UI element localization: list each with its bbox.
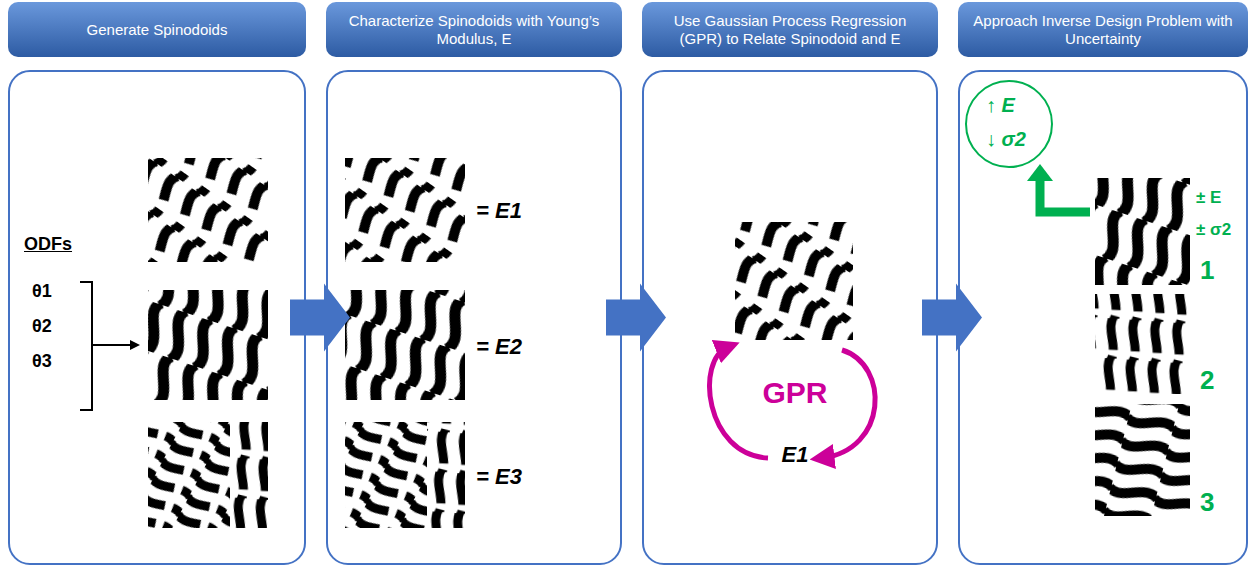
rank-number: 3 — [1200, 488, 1214, 518]
bracket — [80, 282, 92, 410]
arrowhead — [1027, 164, 1053, 181]
step-header: Use Gaussian Process Regression (GPR) to… — [642, 2, 938, 57]
rank-number: 1 — [1200, 256, 1214, 286]
uncertainty-label: ± E — [1196, 188, 1221, 208]
modulus-label: E1 — [755, 442, 835, 467]
modulus-label: = E1 — [476, 198, 522, 223]
flow-arrow — [290, 284, 350, 352]
spinodoid-image — [345, 290, 465, 400]
spinodoid-image — [735, 222, 853, 340]
step-header: Characterize Spinodoids with Young’s Mod… — [326, 2, 622, 57]
angle-label: θ1 — [32, 281, 52, 302]
gpr-label: GPR — [735, 376, 855, 411]
spinodoid-image — [1095, 294, 1190, 394]
selection-arrow — [1040, 178, 1090, 212]
step-title: Generate Spinodoids — [77, 17, 238, 43]
angle-label: θ3 — [32, 351, 52, 372]
step-title: Use Gaussian Process Regression (GPR) to… — [642, 8, 938, 52]
step-header: Approach Inverse Design Problem with Unc… — [958, 2, 1248, 57]
leader-arrow — [92, 344, 132, 346]
modulus-label: = E2 — [476, 334, 522, 359]
step-panel: ± E ± σ2 1 2 3 ↑ E ↓ σ2 — [958, 70, 1248, 565]
goal-circle: ↑ E ↓ σ2 — [965, 80, 1053, 168]
step-header: Generate Spinodoids — [8, 2, 306, 57]
step-panel: = E1 = E2 = E3 — [326, 70, 622, 565]
spinodoid-image — [148, 158, 268, 262]
spinodoid-image — [230, 422, 268, 528]
angle-label: θ2 — [32, 316, 52, 337]
spinodoid-image — [427, 422, 465, 528]
step-title: Approach Inverse Design Problem with Unc… — [958, 8, 1248, 52]
spinodoid-image — [1095, 178, 1190, 285]
goal-label: ↑ E — [986, 94, 1015, 117]
rank-number: 2 — [1200, 366, 1214, 396]
step-title: Characterize Spinodoids with Young’s Mod… — [326, 8, 622, 52]
step-panel: ODFs θ1 θ2 θ3 — [8, 70, 306, 565]
flow-arrow — [922, 284, 982, 352]
arrowhead — [130, 340, 140, 350]
spinodoid-image — [345, 158, 465, 262]
spinodoid-image — [1095, 404, 1190, 516]
spinodoid-image — [148, 422, 230, 528]
cycle-arrow — [822, 350, 875, 458]
step-panel: GPR E1 — [642, 70, 938, 565]
goal-label: ↓ σ2 — [986, 128, 1026, 151]
odf-heading: ODFs — [24, 234, 72, 255]
spinodoid-image — [345, 422, 427, 528]
spinodoid-image — [148, 290, 268, 400]
flow-arrow — [606, 284, 666, 352]
modulus-label: = E3 — [476, 464, 522, 489]
cycle-arrow — [710, 347, 768, 458]
uncertainty-label: ± σ2 — [1196, 220, 1231, 240]
